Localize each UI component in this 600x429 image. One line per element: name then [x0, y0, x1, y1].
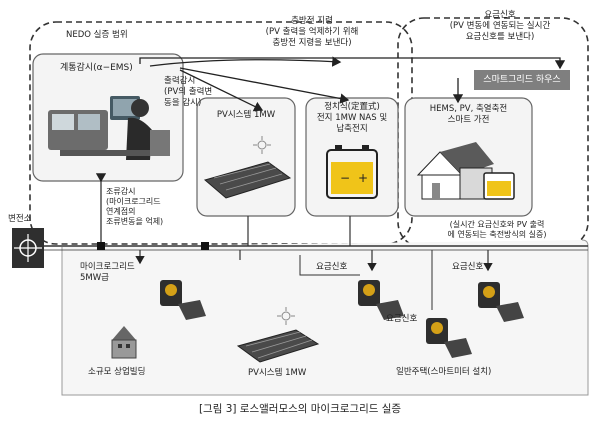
flow-monitor-label: 조류감시 (마이크로그리드 연계점의 조류변동을 억제): [106, 187, 164, 226]
price-signal-mid-label: 요금신호: [316, 262, 348, 272]
arrow-to-storage: [179, 67, 350, 104]
arrow-ems-to-house: [139, 57, 566, 70]
output-monitor-label: 출력감시 (PV의 출력변 동을 감시): [164, 76, 213, 108]
storage-label: 정치식(定置式) 전지 1MW NAS 및 납축전지: [316, 102, 388, 134]
smart-meter-2: [358, 280, 404, 320]
price-signal-link: [299, 255, 360, 276]
pv-panel-top-illustration: [203, 136, 292, 199]
smart-grid-house-tag: 스마트그리드 하우스: [474, 70, 570, 90]
svg-text:+: +: [358, 171, 368, 185]
svg-text:−: −: [340, 171, 350, 185]
substation-label: 변전소: [8, 214, 32, 224]
pv-bottom-label: PV시스템 1MW: [248, 368, 307, 378]
pv-panel-bottom-illustration: [236, 307, 320, 363]
smart-meter-3: [478, 282, 524, 322]
charge-instruction-label: 충방전 지령 (PV 출력을 억제하기 위해 충방전 지령을 보낸다): [265, 16, 359, 48]
storage-box: [305, 97, 399, 217]
realtime-note-label: (실시간 요금신호와 PV 출력 에 연동되는 축전방식의 실증): [447, 220, 547, 239]
ems-operator-illustration: [48, 96, 170, 160]
nedo-scope-label: NEDO 실증 범위: [66, 30, 128, 40]
hems-label: HEMS, PV, 축열축전 스마트 가전: [429, 104, 508, 125]
ems-label: 계통감시(α−EMS): [60, 63, 133, 73]
arrow-output-monitor: [179, 69, 264, 112]
house-illustration: [416, 142, 515, 200]
small-building-label: 소규모 상업빌딩: [88, 367, 146, 377]
figure-caption: [그림 3] 로스앨러모스의 마이크로그리드 실증: [198, 403, 402, 415]
price-signal-low-label: 요금신호: [386, 314, 418, 324]
smart-meter-1: [160, 280, 206, 320]
microgrid-label: 마이크로그리드 5MW급: [80, 262, 135, 283]
smart-meter-4: [426, 318, 472, 358]
arrow-charge-command: [149, 56, 342, 67]
price-signal-right-label: 요금신호: [452, 262, 484, 272]
commercial-building-icon: [111, 326, 137, 359]
pv-top-label: PV시스템 1MW: [216, 110, 276, 120]
house-meter-label: 일반주택(스마트미터 설치): [396, 367, 492, 377]
price-signal-top-label: 요금신호 (PV 변동에 연동되는 실시간 요금신호를 보낸다): [449, 10, 551, 42]
battery-icon: − +: [326, 145, 378, 199]
